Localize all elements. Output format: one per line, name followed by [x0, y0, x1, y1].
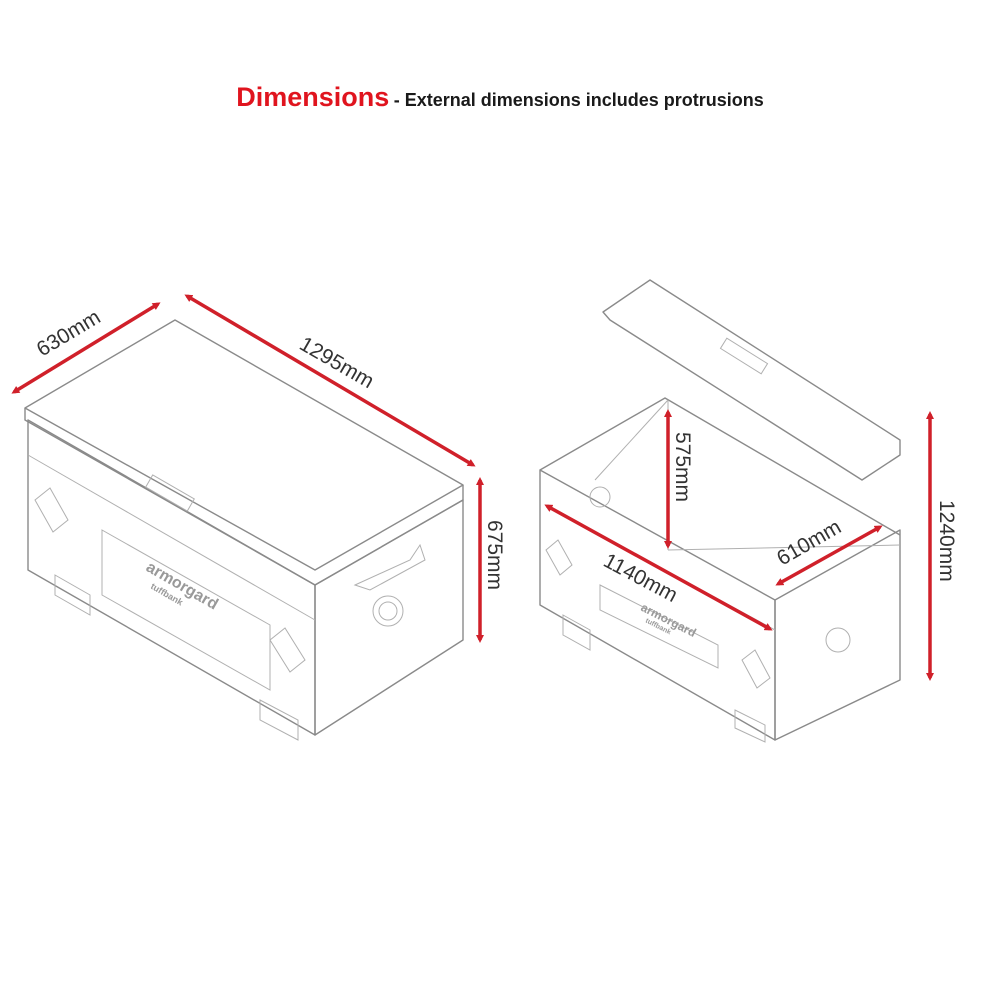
title-subtitle: - External dimensions includes protrusio… — [393, 90, 764, 110]
closed-box-drawing: armorgard tuffbank 630mm 1295mm 675mm — [11, 294, 506, 741]
open-box-drawing: armorgard tuffbank 575mm 1140mm 610mm 12… — [539, 279, 958, 743]
dim-depth-label: 630mm — [33, 306, 105, 362]
warning-sign-icon — [741, 649, 771, 689]
warning-sign-icon — [545, 539, 573, 576]
logo-panel — [101, 529, 271, 691]
handle-icon — [353, 543, 426, 591]
dim-internal-height-label: 575mm — [671, 432, 694, 502]
lock-icon — [825, 627, 851, 653]
open-lid — [602, 279, 901, 481]
warning-sign-icon — [269, 627, 306, 673]
title-main: Dimensions — [236, 82, 390, 112]
page-title: Dimensions - External dimensions include… — [0, 82, 1000, 113]
dim-lid-open-height-label: 1240mm — [935, 500, 958, 582]
dim-height-label: 675mm — [483, 520, 506, 590]
dim-internal-depth-label: 610mm — [773, 515, 845, 570]
lock-icon — [372, 595, 404, 627]
warning-sign-icon — [34, 487, 69, 533]
